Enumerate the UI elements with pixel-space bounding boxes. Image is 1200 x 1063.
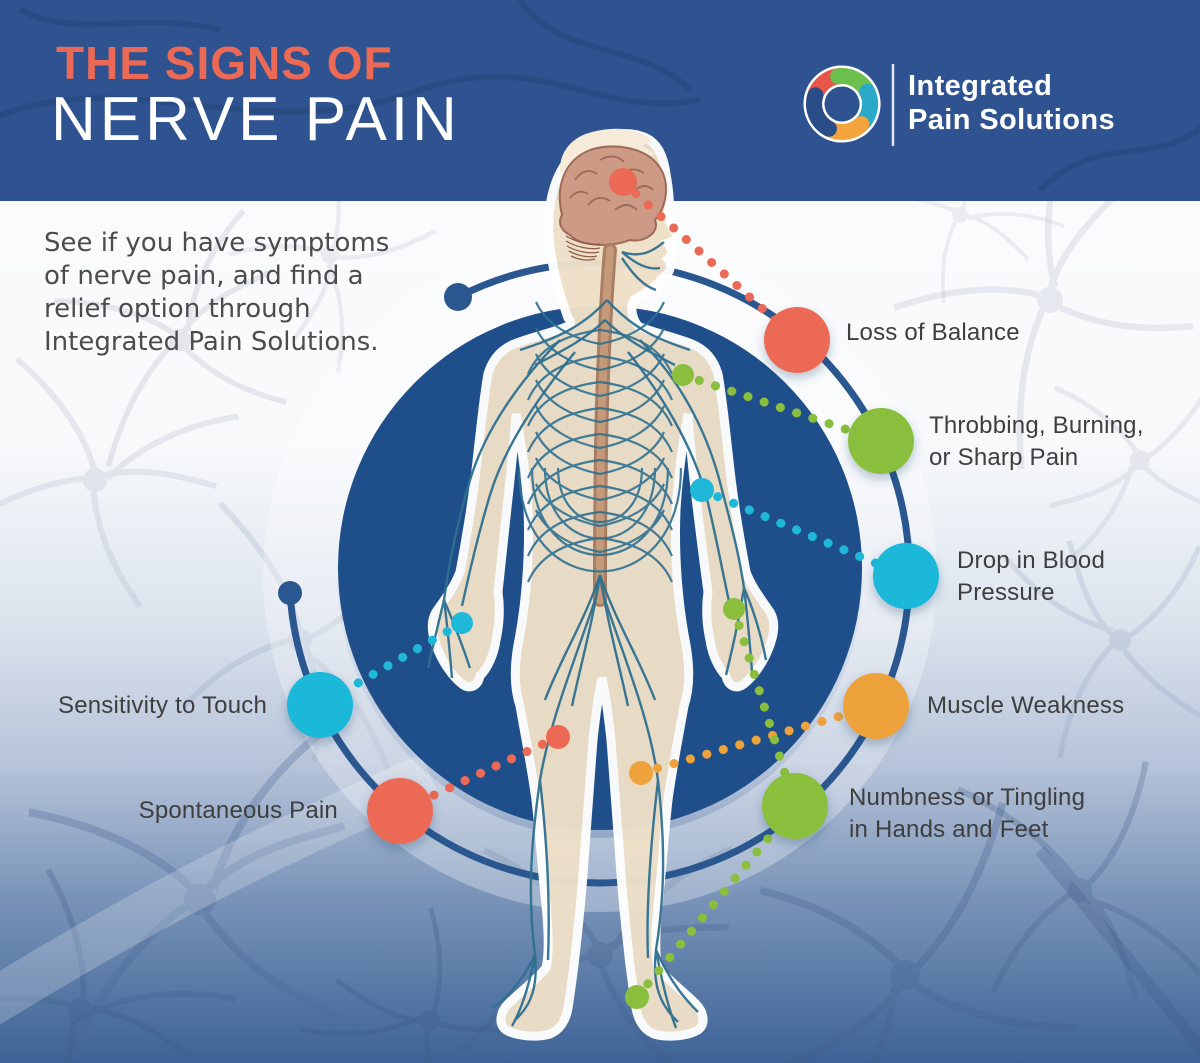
connector-blood-pressure bbox=[697, 485, 911, 581]
intro-paragraph: See if you have symptoms of nerve pain, … bbox=[44, 227, 389, 359]
connector-muscle-weakness bbox=[636, 701, 881, 778]
header-pattern bbox=[0, 0, 1200, 193]
connector-numbness-hand bbox=[729, 604, 800, 811]
connector-throbbing bbox=[678, 370, 886, 446]
circle-loss-of-balance bbox=[764, 307, 830, 373]
brain-point-dot bbox=[609, 168, 637, 196]
right-knee-point-dot bbox=[629, 761, 653, 785]
label-spontaneous-pain: Spontaneous Pain bbox=[138, 797, 338, 824]
intro-line: of nerve pain, and find a bbox=[44, 261, 364, 291]
label-muscle-weakness: Muscle Weakness bbox=[927, 692, 1125, 719]
circle-blood-pressure bbox=[873, 543, 939, 609]
label-drop-blood-pressure: Drop in Blood Pressure bbox=[957, 547, 1106, 606]
circle-numbness bbox=[762, 773, 828, 839]
symptom-circles bbox=[287, 307, 939, 844]
logo-text-line-1: Integrated bbox=[908, 70, 1053, 102]
intro-line: relief option through bbox=[44, 294, 311, 324]
intro-line: Integrated Pain Solutions. bbox=[44, 327, 379, 357]
logo-ribbon-blue bbox=[806, 87, 837, 137]
body-point-dots bbox=[451, 168, 745, 1009]
connector-spontaneous bbox=[395, 732, 563, 816]
human-body-figure bbox=[426, 128, 779, 1041]
label-loss-of-balance: Loss of Balance bbox=[846, 319, 1020, 346]
orbit-ring-endpoint bbox=[278, 581, 302, 605]
title-line-1: THE SIGNS OF bbox=[56, 37, 393, 89]
hand-point-dot bbox=[723, 598, 745, 620]
label-sensitivity-touch: Sensitivity to Touch bbox=[58, 692, 267, 719]
connector-numbness-foot bbox=[632, 801, 800, 1002]
label-throbbing-burning: Throbbing, Burning, or Sharp Pain bbox=[929, 412, 1144, 471]
orbit-ring-endpoint bbox=[444, 283, 472, 311]
cerebellum bbox=[565, 235, 601, 261]
left-hand-point-dot bbox=[451, 612, 473, 634]
circle-sensitivity bbox=[287, 672, 353, 738]
left-knee-point-dot bbox=[546, 725, 570, 749]
integrated-pain-solutions-logo-icon bbox=[803, 65, 881, 143]
forearm-point-dot bbox=[690, 478, 714, 502]
title-line-2: NERVE PAIN bbox=[51, 85, 461, 154]
label-numbness-tingling: Numbness or Tingling in Hands and Feet bbox=[849, 784, 1086, 843]
circle-spontaneous bbox=[367, 778, 433, 844]
brain bbox=[558, 145, 667, 246]
brain-gyri bbox=[569, 155, 654, 211]
rib-nerves bbox=[517, 301, 683, 583]
foot-point-dot bbox=[625, 985, 649, 1009]
chest-point-dot bbox=[672, 364, 694, 386]
intro-line: See if you have symptoms bbox=[44, 228, 390, 258]
circle-muscle-weakness bbox=[843, 673, 909, 739]
connector-loss-of-balance bbox=[618, 177, 802, 345]
circle-throbbing bbox=[848, 408, 914, 474]
logo-text-line-2: Pain Solutions bbox=[908, 104, 1115, 136]
